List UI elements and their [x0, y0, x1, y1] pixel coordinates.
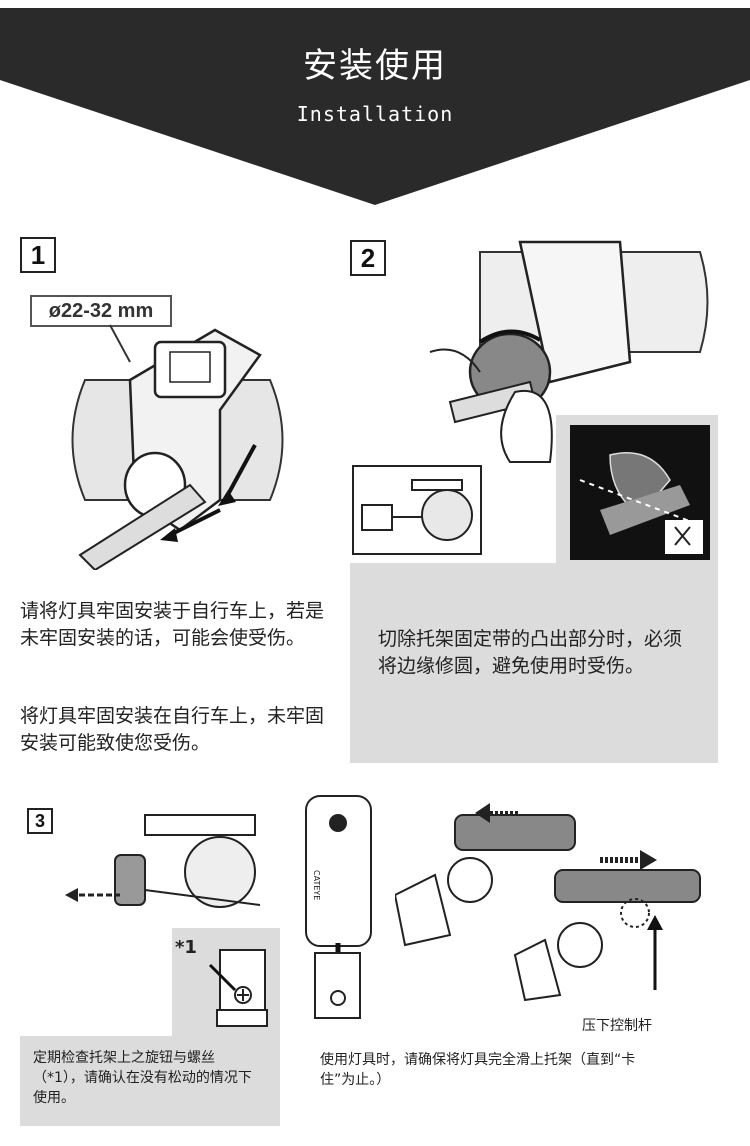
- step3-knob-illustration: [65, 814, 261, 908]
- lamp-remove-illustration: [395, 803, 701, 1002]
- lamp-brand-text: CATEYE: [312, 870, 321, 901]
- step1-text-2: 将灯具牢固安装在自行车上，未牢固安装可能致使您受伤。: [20, 705, 325, 754]
- step3-text-left: 定期检查托架上之旋钮与螺丝（*1），请确认在没有松动的情况下使用。: [33, 1050, 252, 1106]
- step2-grey-panel: [350, 563, 718, 763]
- step1-mount-illustration: [71, 324, 284, 570]
- page-title: 安装使用: [303, 46, 447, 86]
- step-1-number: 1: [20, 237, 56, 273]
- step2-inset-diagram: [352, 465, 482, 555]
- diameter-label: ø22-32 mm: [30, 295, 172, 327]
- lamp-slide-illustration: [305, 795, 372, 1019]
- lever-label: 压下控制杆: [582, 1018, 652, 1034]
- screw-closeup-illustration: [208, 949, 268, 1027]
- step3-grey-panel-main: [20, 1036, 280, 1126]
- step2-text: 切除托架固定带的凸出部分时，必须将边缘修圆，避免使用时受伤。: [378, 628, 683, 677]
- step2-trim-strap-illustration: [429, 240, 709, 463]
- header-chevron-shape: [0, 8, 750, 205]
- step3-text-mid: 使用灯具时，请确保将灯具完全滑上托架（直到“卡住”为止。）: [320, 1052, 636, 1088]
- step-3-number: 3: [27, 808, 53, 834]
- page-subtitle: Installation: [296, 102, 454, 126]
- step2-cut-strap-photo: [570, 425, 710, 560]
- header-banner: 安装使用 Installation: [0, 0, 750, 210]
- step1-text-1: 请将灯具牢固安装于自行车上，若是未牢固安装的话，可能会使受伤。: [20, 600, 325, 649]
- note-mark-1: *1: [175, 937, 197, 958]
- step-2-number: 2: [350, 240, 386, 276]
